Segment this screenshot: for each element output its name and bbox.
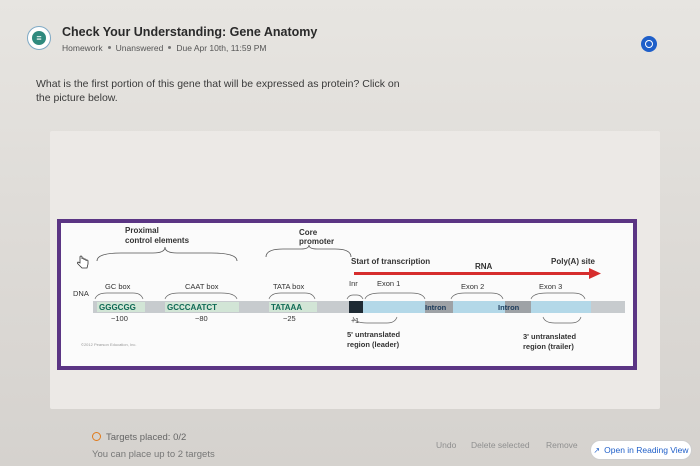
position-25: −25 — [283, 314, 296, 323]
caat-box-region[interactable] — [165, 302, 239, 312]
proximal-label-line2: control elements — [125, 236, 190, 245]
position-plus1: +1 — [351, 318, 359, 325]
gc-box-label: GC box — [105, 282, 131, 291]
dna-strand-right[interactable] — [591, 301, 625, 313]
gc-box-region[interactable] — [97, 302, 145, 312]
core-bracket — [265, 244, 352, 258]
gc-sequence: GGGCGG — [99, 303, 136, 312]
caat-box-label: CAAT box — [185, 282, 219, 291]
delete-selected-button[interactable]: Delete selected — [471, 440, 530, 450]
targets-limit: You can place up to 2 targets — [92, 449, 215, 460]
inr-label: Inr — [349, 279, 358, 288]
caat-sequence: GCCCAATCT — [167, 303, 217, 312]
exon3-label: Exon 3 — [539, 282, 562, 291]
position-100: −100 — [111, 314, 128, 323]
proximal-bracket — [96, 246, 238, 262]
assignment-icon: ≡ — [27, 26, 51, 50]
exon3-bracket — [530, 292, 586, 300]
utr5-label-line2: region (leader) — [347, 340, 400, 349]
gc-bracket — [94, 292, 144, 300]
inr-region[interactable] — [349, 301, 363, 313]
utr5-bracket — [352, 316, 398, 324]
separator-dot — [168, 46, 172, 50]
status-indicator-icon[interactable] — [641, 36, 657, 52]
gene-figure[interactable]: Proximal control elements Core promoter … — [57, 219, 637, 370]
target-status-icon — [92, 432, 101, 441]
inr-bracket — [346, 294, 364, 300]
caat-bracket — [164, 292, 238, 300]
external-link-icon: ↗ — [593, 445, 601, 455]
intron2-label: Intron — [498, 303, 520, 312]
copyright-text: ©2012 Pearson Education, Inc. — [81, 342, 136, 347]
tata-sequence: TATAAA — [271, 303, 302, 312]
transcription-arrowhead — [589, 268, 601, 279]
tata-box-region[interactable] — [269, 302, 317, 312]
intron1-region[interactable] — [425, 301, 453, 313]
dna-label: DNA — [73, 289, 89, 298]
rna-label: RNA — [475, 262, 493, 271]
exon1-region[interactable] — [363, 301, 425, 313]
exon2-label: Exon 2 — [461, 282, 484, 291]
exon1-label: Exon 1 — [377, 279, 400, 288]
tata-box-label: TATA box — [273, 282, 305, 291]
assignment-status: Unanswered — [115, 43, 164, 53]
targets-placed: Targets placed: 0/2 — [92, 432, 186, 443]
polya-label: Poly(A) site — [551, 257, 596, 266]
utr5-label-line1: 5' untranslated — [347, 330, 400, 339]
exon3-region[interactable] — [531, 301, 591, 313]
page-title: Check Your Understanding: Gene Anatomy — [62, 25, 318, 39]
transcription-arrow-shaft — [354, 272, 589, 275]
intron2-region[interactable] — [505, 301, 531, 313]
targets-placed-text: Targets placed: 0/2 — [106, 432, 187, 443]
assignment-meta: Homework Unanswered Due Apr 10th, 11:59 PM — [62, 43, 266, 53]
core-label-line2: promoter — [299, 237, 334, 246]
gene-diagram[interactable]: Proximal control elements Core promoter … — [61, 223, 633, 366]
core-label-line1: Core — [299, 228, 318, 237]
exon2-bracket — [450, 292, 504, 300]
position-80: −80 — [195, 314, 208, 323]
reading-view-button[interactable]: ↗ Open in Reading View — [590, 440, 692, 460]
hand-cursor-icon — [77, 255, 89, 269]
question-text: What is the first portion of this gene t… — [36, 78, 400, 104]
utr3-label-line2: region (trailer) — [523, 342, 574, 351]
due-date: Due Apr 10th, 11:59 PM — [176, 43, 267, 53]
separator-dot — [107, 46, 111, 50]
utr3-bracket — [542, 316, 582, 324]
tata-bracket — [268, 292, 316, 300]
exon2-region[interactable] — [453, 301, 505, 313]
start-transcription-label: Start of transcription — [351, 257, 430, 266]
assignment-type: Homework — [62, 43, 103, 53]
remove-button[interactable]: Remove — [546, 440, 578, 450]
intron1-label: Intron — [425, 303, 447, 312]
proximal-label-line1: Proximal — [125, 226, 159, 235]
undo-button[interactable]: Undo — [436, 440, 457, 450]
reading-view-label: Open in Reading View — [604, 445, 689, 455]
utr3-label-line1: 3' untranslated — [523, 332, 576, 341]
exon1-bracket — [364, 292, 426, 300]
